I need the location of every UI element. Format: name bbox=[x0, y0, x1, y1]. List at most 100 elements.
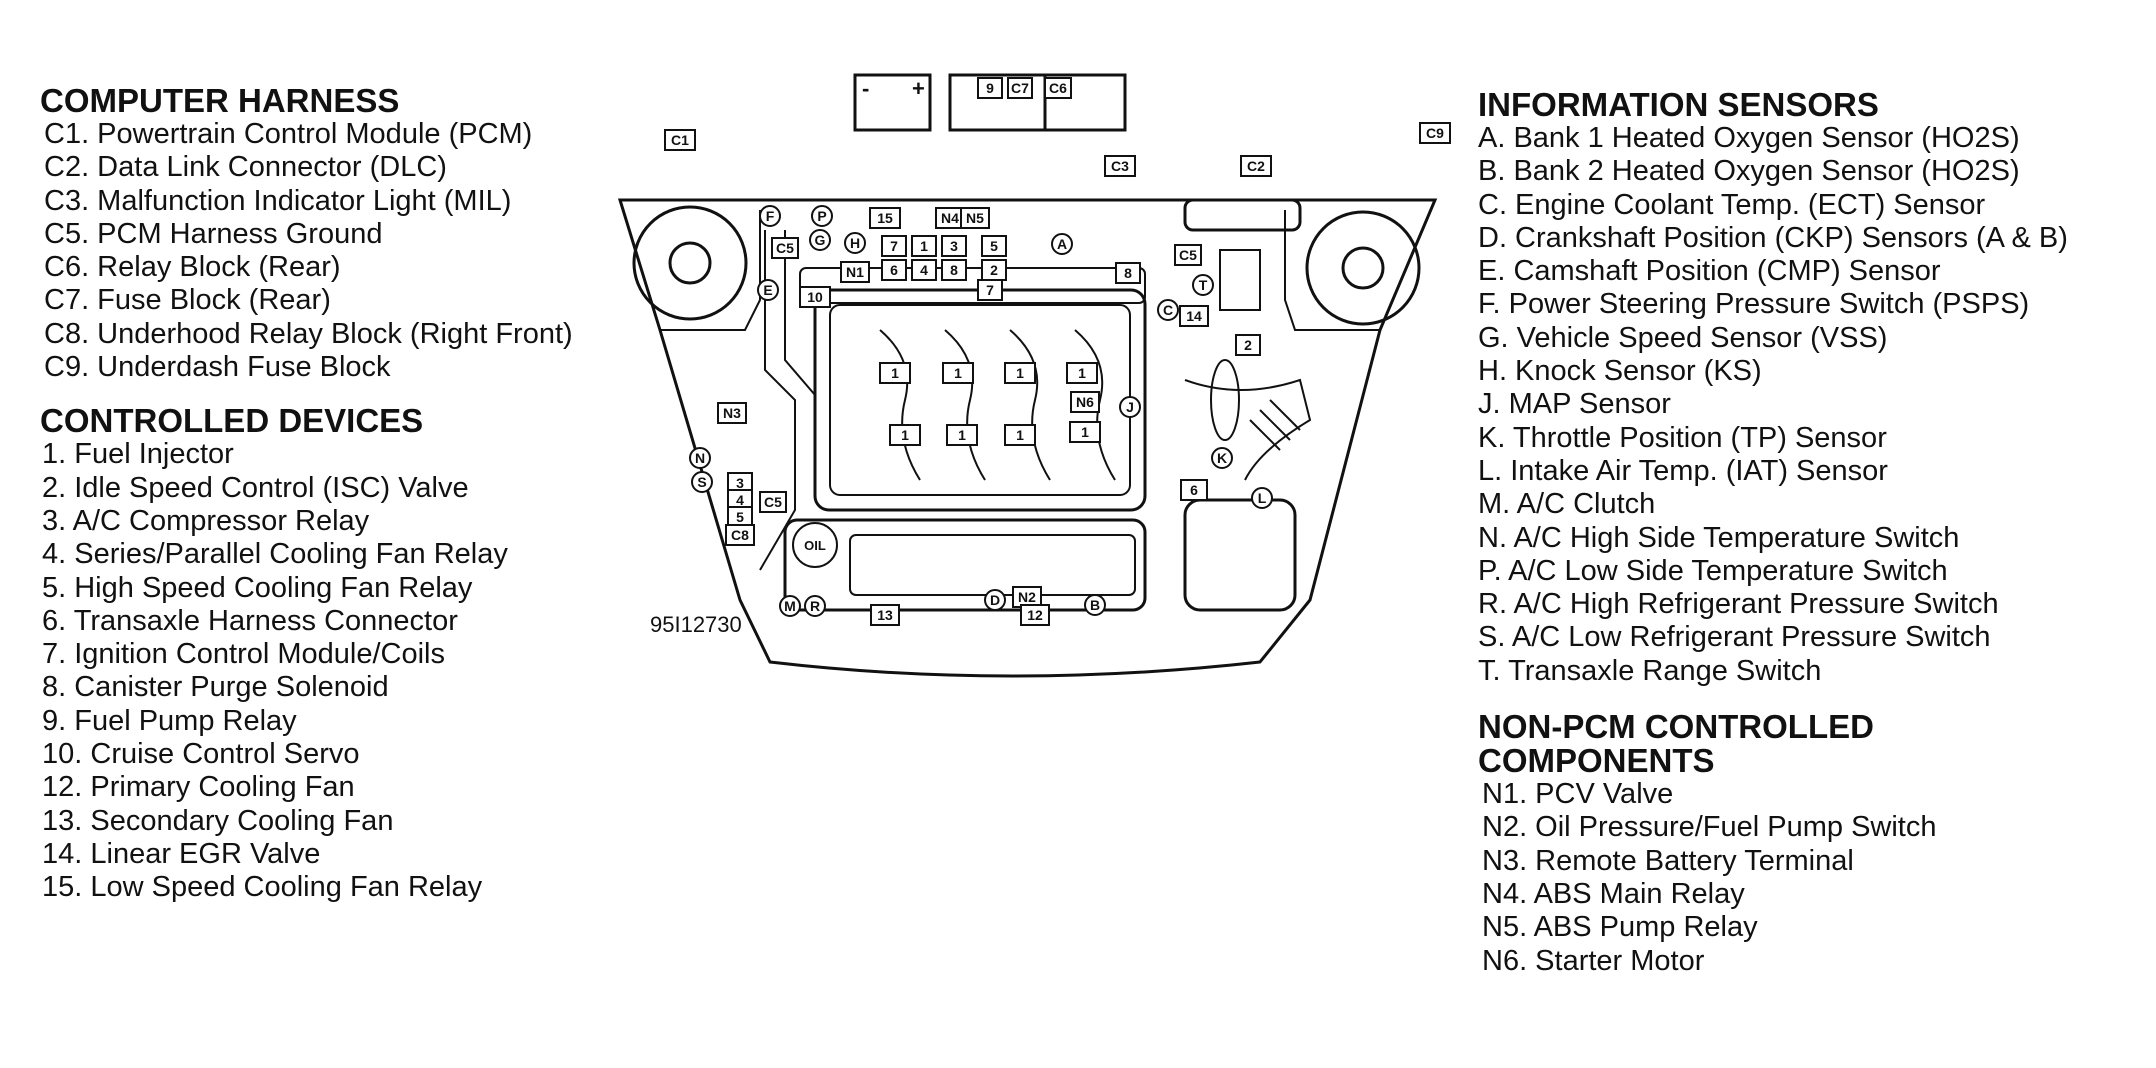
legend-item: 3. A/C Compressor Relay bbox=[42, 504, 370, 537]
legend-item: H. Knock Sensor (KS) bbox=[1478, 355, 1762, 388]
diagram-label-sA: A bbox=[1051, 233, 1073, 255]
legend-item: C7. Fuse Block (Rear) bbox=[44, 284, 331, 317]
svg-text:D: D bbox=[990, 592, 1000, 608]
right-legend-column: INFORMATION SENSORS A. Bank 1 Heated Oxy… bbox=[1478, 88, 2068, 978]
air-intake-duct bbox=[1184, 378, 1312, 481]
diagram-label-d13: 13 bbox=[870, 604, 900, 626]
oil-cap: OIL bbox=[792, 522, 838, 568]
legend-item: 10. Cruise Control Servo bbox=[42, 738, 360, 771]
diagram-label-d1: 1 bbox=[942, 362, 974, 384]
svg-text:C5: C5 bbox=[764, 494, 782, 510]
legend-item: 2. Idle Speed Control (ISC) Valve bbox=[42, 471, 469, 504]
legend-item: N. A/C High Side Temperature Switch bbox=[1478, 521, 1960, 554]
legend-item: 1. Fuel Injector bbox=[42, 438, 234, 471]
diagram-label-c6: C6 bbox=[1044, 77, 1072, 99]
legend-item: R. A/C High Refrigerant Pressure Switch bbox=[1478, 588, 1999, 621]
svg-text:C8: C8 bbox=[731, 527, 749, 543]
diagram-label-c5: C5 bbox=[771, 237, 799, 259]
diagram-label-n6: N6 bbox=[1070, 391, 1100, 413]
legend-item: N6. Starter Motor bbox=[1482, 944, 1705, 977]
diagram-label-c5: C5 bbox=[759, 491, 787, 513]
diagram-label-d8: 8 bbox=[1115, 262, 1141, 284]
svg-text:9: 9 bbox=[986, 80, 994, 96]
air-cleaner bbox=[1183, 498, 1297, 612]
diagram-label-n5: N5 bbox=[960, 207, 990, 229]
washer-reservoir bbox=[1219, 249, 1261, 311]
diagram-label-sH: H bbox=[844, 232, 866, 254]
legend-item: 14. Linear EGR Valve bbox=[42, 837, 321, 870]
left-strut-tower bbox=[632, 205, 748, 321]
diagram-label-d9: 9 bbox=[977, 77, 1003, 99]
diagram-label-c3: C3 bbox=[1104, 155, 1136, 177]
diagram-label-d1: 1 bbox=[1004, 424, 1036, 446]
diagram-label-c8: C8 bbox=[725, 524, 755, 546]
svg-text:R: R bbox=[810, 598, 820, 614]
diagram-label-c9: C9 bbox=[1419, 122, 1451, 144]
svg-text:C7: C7 bbox=[1011, 80, 1029, 96]
svg-text:H: H bbox=[850, 235, 860, 251]
left-harness bbox=[759, 230, 796, 571]
svg-text:5: 5 bbox=[736, 509, 744, 525]
svg-text:1: 1 bbox=[958, 427, 966, 443]
diagram-label-d7: 7 bbox=[881, 235, 907, 257]
svg-text:G: G bbox=[815, 232, 826, 248]
diagram-label-d10: 10 bbox=[799, 286, 831, 308]
diagram-label-d6: 6 bbox=[881, 259, 907, 281]
svg-text:4: 4 bbox=[920, 262, 928, 278]
svg-text:3: 3 bbox=[736, 475, 744, 491]
svg-text:14: 14 bbox=[1186, 308, 1202, 324]
svg-text:N: N bbox=[695, 450, 705, 466]
diagram-label-sK: K bbox=[1211, 447, 1233, 469]
svg-text:8: 8 bbox=[950, 262, 958, 278]
right-strut-tower bbox=[1305, 210, 1421, 326]
svg-text:1: 1 bbox=[954, 365, 962, 381]
legend-item: N2. Oil Pressure/Fuel Pump Switch bbox=[1482, 811, 1937, 844]
legend-item: 6. Transaxle Harness Connector bbox=[42, 604, 458, 637]
legend-item: C3. Malfunction Indicator Light (MIL) bbox=[44, 184, 512, 217]
coolant-reservoir-cap bbox=[1183, 198, 1302, 232]
diagram-label-d1: 1 bbox=[889, 424, 921, 446]
legend-item: S. A/C Low Refrigerant Pressure Switch bbox=[1478, 621, 1991, 654]
diagram-label-d1: 1 bbox=[879, 362, 911, 384]
legend-item: B. Bank 2 Heated Oxygen Sensor (HO2S) bbox=[1478, 155, 2020, 188]
svg-text:N3: N3 bbox=[723, 405, 741, 421]
legend-item: 15. Low Speed Cooling Fan Relay bbox=[42, 871, 483, 904]
legend-item: 7. Ignition Control Module/Coils bbox=[42, 638, 445, 671]
legend-item: F. Power Steering Pressure Switch (PSPS) bbox=[1478, 288, 2030, 321]
information-sensors-heading: INFORMATION SENSORS bbox=[1478, 86, 1879, 123]
svg-text:M: M bbox=[784, 598, 796, 614]
diagram-label-n3: N3 bbox=[717, 402, 747, 424]
legend-item: C6. Relay Block (Rear) bbox=[44, 251, 341, 284]
svg-text:OIL: OIL bbox=[804, 538, 826, 553]
throttle-body-hose bbox=[1249, 399, 1301, 451]
diagram-label-d1: 1 bbox=[946, 424, 978, 446]
legend-item: 8. Canister Purge Solenoid bbox=[42, 671, 389, 704]
legend-item: C2. Data Link Connector (DLC) bbox=[44, 151, 447, 184]
battery bbox=[853, 73, 932, 132]
legend-item: K. Throttle Position (TP) Sensor bbox=[1478, 421, 1887, 454]
svg-text:10: 10 bbox=[807, 289, 823, 305]
diagram-label-sT: T bbox=[1192, 274, 1214, 296]
legend-item: C. Engine Coolant Temp. (ECT) Sensor bbox=[1478, 188, 1986, 221]
legend-item: 4. Series/Parallel Cooling Fan Relay bbox=[42, 538, 508, 571]
diagram-label-sS: S bbox=[691, 471, 713, 493]
diagram-label-c1: C1 bbox=[664, 129, 696, 151]
svg-text:N2: N2 bbox=[1018, 589, 1036, 605]
non-pcm-heading-line2: COMPONENTS bbox=[1478, 742, 1715, 780]
svg-text:1: 1 bbox=[920, 238, 928, 254]
diagram-label-c5: C5 bbox=[1174, 244, 1202, 266]
diagram-label-sN: N bbox=[689, 447, 711, 469]
legend-item: M. A/C Clutch bbox=[1478, 488, 1656, 521]
svg-text:C: C bbox=[1163, 302, 1173, 318]
svg-text:C1: C1 bbox=[671, 132, 689, 148]
svg-text:N4: N4 bbox=[941, 210, 959, 226]
svg-text:7: 7 bbox=[890, 238, 898, 254]
legend-item: C1. Powertrain Control Module (PCM) bbox=[44, 118, 533, 150]
computer-harness-list: C1. Powertrain Control Module (PCM)C2. D… bbox=[40, 118, 573, 384]
non-pcm-heading-line1: NON-PCM CONTROLLED bbox=[1478, 708, 1874, 746]
diagram-label-d2: 2 bbox=[981, 259, 1007, 281]
svg-text:4: 4 bbox=[736, 492, 744, 508]
engine-bay-outline bbox=[617, 198, 1438, 678]
svg-text:C5: C5 bbox=[1179, 247, 1197, 263]
